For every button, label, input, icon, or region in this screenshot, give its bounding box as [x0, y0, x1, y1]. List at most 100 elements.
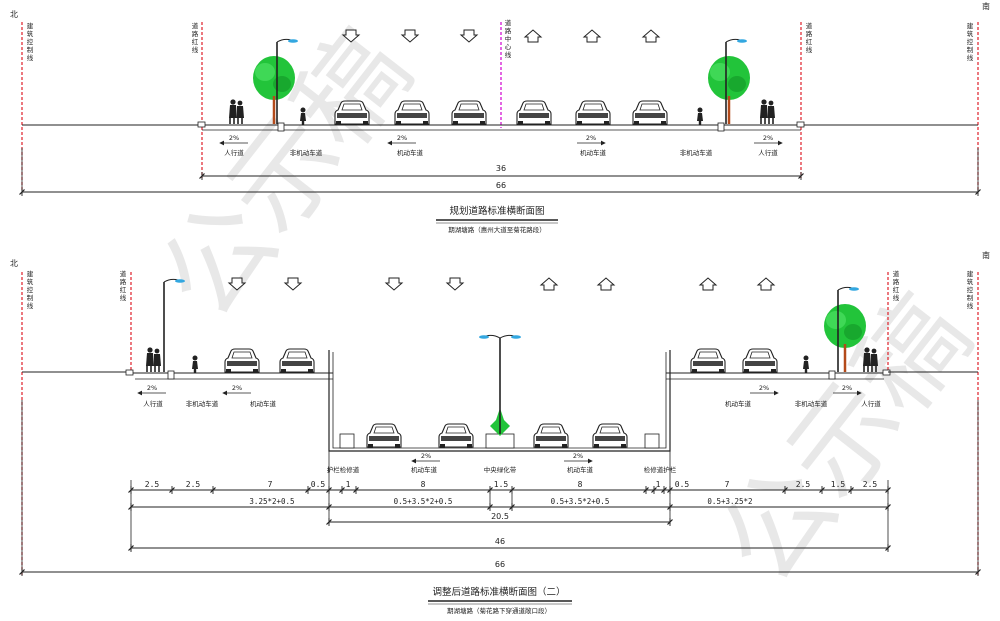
svg-text:线: 线	[27, 301, 34, 310]
segment-dim-6: 8	[421, 480, 426, 489]
svg-text:道: 道	[893, 269, 900, 278]
svg-text:筑: 筑	[27, 29, 34, 38]
traffic-arrow-down-top-2	[401, 29, 419, 43]
slope-label-bottom-1: 2%	[137, 384, 166, 396]
slope-label-top-4: 2%	[754, 134, 783, 146]
car-upper-left-1	[224, 348, 260, 374]
svg-text:路: 路	[120, 277, 127, 286]
svg-text:制: 制	[27, 45, 34, 54]
right-maintenance-curb-bottom	[644, 433, 660, 449]
car-upper-right-2	[742, 348, 778, 374]
formula-dim-3: 0.5+3.5*2+0.5	[551, 497, 610, 506]
svg-text:2%: 2%	[759, 384, 769, 392]
segment-dim-12: 2.5	[796, 480, 811, 489]
north-label-top: 北	[10, 10, 18, 19]
lane-label-top-5: 非机动车道	[680, 148, 713, 157]
svg-text:红: 红	[192, 37, 199, 46]
right-curb-bottom	[828, 370, 836, 380]
left-maintenance-curb-bottom	[339, 433, 355, 449]
svg-text:建: 建	[967, 21, 974, 30]
section-title-bottom: 调整后道路标准横断面图（二）	[432, 586, 565, 598]
segment-dim-9: 1	[656, 480, 661, 489]
lower-lane-label-bottom-4: 机动车道	[567, 465, 594, 474]
slope-label-top-2: 2%	[387, 134, 416, 146]
svg-text:制: 制	[27, 293, 34, 302]
segment-dim-7: 1.5	[494, 480, 509, 489]
svg-text:道: 道	[505, 18, 512, 27]
svg-text:线: 线	[192, 45, 199, 54]
dim-line-66-bottom	[19, 568, 981, 576]
segment-dim-14: 2.5	[863, 480, 878, 489]
south-label-top: 南	[982, 1, 990, 11]
cyclist-right-top	[697, 107, 703, 125]
lane-label-top-2: 非机动车道	[290, 148, 323, 157]
svg-text:建: 建	[27, 269, 34, 278]
svg-text:控: 控	[27, 285, 34, 294]
svg-text:筑: 筑	[967, 29, 974, 38]
upper-lane-label-bottom-3: 机动车道	[250, 399, 277, 408]
svg-text:2%: 2%	[397, 134, 407, 142]
car-lower-west-2	[438, 423, 474, 449]
svg-text:道: 道	[192, 21, 199, 30]
upper-lane-label-bottom-4: 机动车道	[725, 399, 752, 408]
svg-text:控: 控	[967, 37, 974, 46]
dim-line-66-top	[19, 188, 981, 196]
slope-label-bottom-2: 2%	[222, 384, 251, 396]
segment-dim-3: 7	[268, 480, 273, 489]
lower-lane-label-bottom-5: 检修道护栏	[644, 465, 677, 474]
left-curb-bottom	[167, 370, 175, 380]
section-subtitle-bottom: 期湖塘路（菊花路下穿通道敞口段）	[447, 606, 551, 615]
svg-text:线: 线	[505, 50, 512, 59]
segment-dim-2: 2.5	[186, 480, 201, 489]
car-lower-east-1	[533, 423, 569, 449]
svg-text:路: 路	[893, 277, 900, 286]
traffic-arrow-down-bottom-4	[446, 277, 464, 291]
segment-dim-1: 2.5	[145, 480, 160, 489]
svg-text:制: 制	[967, 45, 974, 54]
svg-text:线: 线	[27, 53, 34, 62]
svg-text:筑: 筑	[967, 277, 974, 286]
car-top-east-2	[575, 100, 611, 126]
dim-66-label-bottom: 66	[495, 560, 505, 569]
svg-text:2%: 2%	[147, 384, 157, 392]
traffic-arrow-down-bottom-3	[385, 277, 403, 291]
watermark-text: 公示稿	[137, 9, 435, 341]
car-top-west-2	[394, 100, 430, 126]
svg-text:筑: 筑	[27, 277, 34, 286]
lane-label-top-1: 人行道	[224, 148, 244, 157]
slope-label-top-1: 2%	[219, 134, 248, 146]
svg-text:2%: 2%	[573, 452, 583, 460]
cyclist-left-bottom	[192, 355, 198, 373]
lower-lane-label-bottom-3: 中央绿化带	[484, 465, 517, 474]
svg-text:建: 建	[27, 21, 34, 30]
car-lower-west-1	[366, 423, 402, 449]
svg-text:2%: 2%	[421, 452, 431, 460]
formula-dim-1: 3.25*2+0.5	[249, 497, 294, 506]
dim-formula-line-bottom	[128, 503, 891, 511]
svg-text:2%: 2%	[586, 134, 596, 142]
slope-label-bottom-4: 2%	[833, 384, 862, 396]
svg-text:控: 控	[27, 37, 34, 46]
traffic-arrow-up-bottom-1	[540, 277, 558, 291]
upper-lane-label-bottom-5: 非机动车道	[795, 399, 828, 408]
bottom-section-drawing: 北南建筑控制线建筑控制线道路红线道路红线2%2%2%2%人行道非机动车道机动车道…	[10, 250, 990, 615]
left-curb-top	[277, 122, 285, 132]
slope-label-bottom-5: 2%	[411, 452, 440, 464]
svg-text:线: 线	[967, 301, 974, 310]
top-section-drawing: 北南建筑控制线建筑控制线道路红线道路红线道路中心线2%2%2%2%人行道非机动车…	[10, 1, 990, 234]
pedestrians-left-top	[228, 98, 245, 125]
north-label-bottom: 北	[10, 259, 18, 268]
car-top-west-3	[451, 100, 487, 126]
car-upper-left-2	[279, 348, 315, 374]
traffic-arrow-down-top-3	[460, 29, 478, 43]
car-top-east-3	[632, 100, 668, 126]
slope-label-bottom-3: 2%	[750, 384, 779, 396]
trench-wall-bottom	[328, 350, 671, 452]
section-subtitle-top: 期湖塘路（惠州大道至菊花路段）	[448, 225, 546, 234]
